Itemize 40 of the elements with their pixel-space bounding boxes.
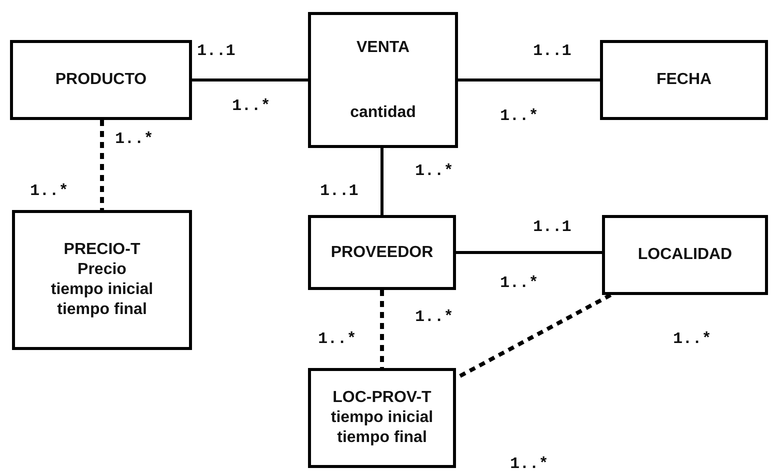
- multiplicity-label: 1..*: [232, 97, 270, 115]
- entity-name: FECHA: [656, 70, 712, 90]
- relationship-line: [192, 78, 308, 82]
- multiplicity-label: 1..*: [500, 274, 538, 292]
- attribute-text: tiempo final: [337, 428, 427, 448]
- entity-name: PRODUCTO: [55, 70, 147, 90]
- attribute-text: tiempo inicial: [50, 280, 154, 300]
- entity-box: [308, 215, 456, 290]
- attribute-text: Precio: [78, 260, 126, 280]
- multiplicity-label: 1..1: [533, 218, 572, 236]
- entity-name: LOC-PROV-T: [332, 388, 432, 408]
- entity-name: PRECIO-T: [64, 240, 140, 260]
- multiplicity-label: 1..*: [500, 107, 538, 125]
- entity-name: VENTA: [356, 38, 410, 58]
- multiplicity-label: 1..*: [115, 130, 154, 148]
- entity-name: PROVEEDOR: [330, 242, 434, 262]
- multiplicity-label: 1..1: [533, 42, 572, 60]
- attribute-text: tiempo inicial: [330, 408, 434, 428]
- entity-box: [602, 215, 768, 295]
- multiplicity-label: 1..1: [197, 42, 236, 60]
- entity-box: [12, 210, 192, 350]
- multiplicity-label: 1..*: [415, 162, 454, 180]
- multiplicity-label: 1..*: [673, 330, 712, 348]
- multiplicity-label: 1..*: [510, 455, 548, 473]
- relationship-line: [380, 148, 384, 215]
- multiplicity-label: 1..*: [30, 182, 68, 200]
- relationship-line: [380, 290, 384, 368]
- relationship-line: [456, 251, 602, 254]
- multiplicity-label: 1..1: [320, 182, 358, 200]
- entity-box: [308, 12, 458, 148]
- relationship-line: [100, 120, 104, 210]
- attribute-text: tiempo final: [57, 300, 147, 320]
- attribute-text: cantidad: [350, 102, 416, 122]
- entity-box: [308, 368, 456, 468]
- multiplicity-label: 1..*: [415, 308, 454, 326]
- multiplicity-label: 1..*: [318, 330, 356, 348]
- entity-name: LOCALIDAD: [638, 245, 732, 265]
- entity-box: [10, 40, 192, 120]
- entity-box: [600, 40, 768, 120]
- relationship-line: [458, 78, 600, 82]
